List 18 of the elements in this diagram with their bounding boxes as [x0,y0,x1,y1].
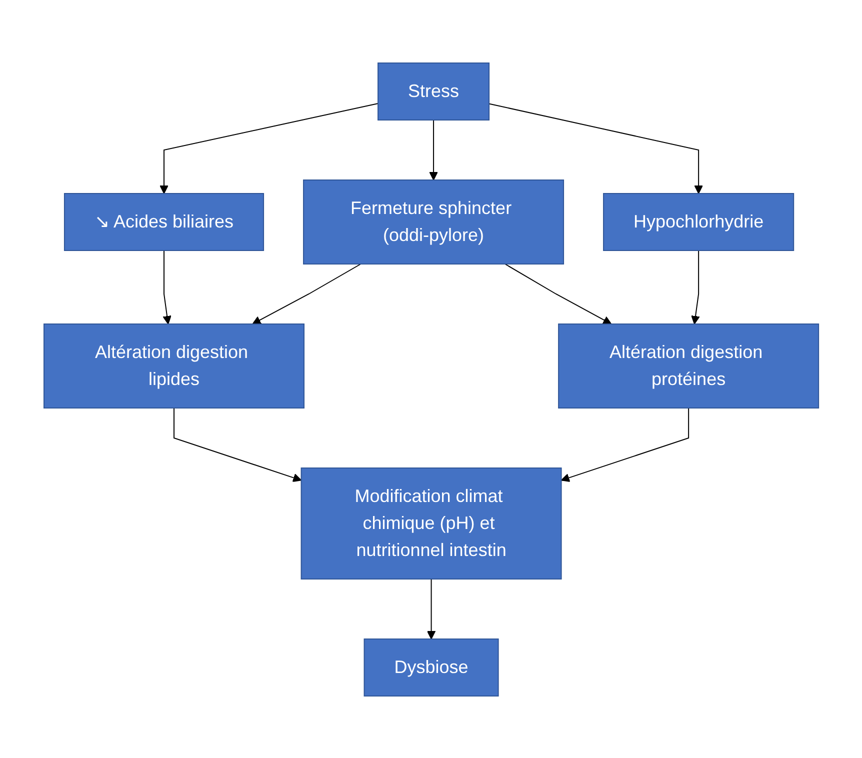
node-box: Modification climat chimique (pH) et nutritionnel intestin [300,467,562,579]
node-box: Hypochlorhydrie [602,192,794,250]
node-box: ↘ Acides biliaires [64,192,264,250]
arrow [173,407,302,482]
arrow [252,263,361,324]
arrow [690,250,700,324]
arrow [162,250,172,324]
arrow [504,263,612,324]
node-box: Altération digestion protéines [558,323,819,408]
arrow [159,102,378,194]
arrow [428,119,438,180]
arrow [560,407,689,482]
arrow [488,102,703,194]
node-box: Stress [377,62,490,120]
arrow [426,578,436,639]
node-box: Fermeture sphincter (oddi-pylore) [302,179,564,264]
node-box: Altération digestion lipides [43,323,304,408]
node-box: Dysbiose [363,638,499,696]
